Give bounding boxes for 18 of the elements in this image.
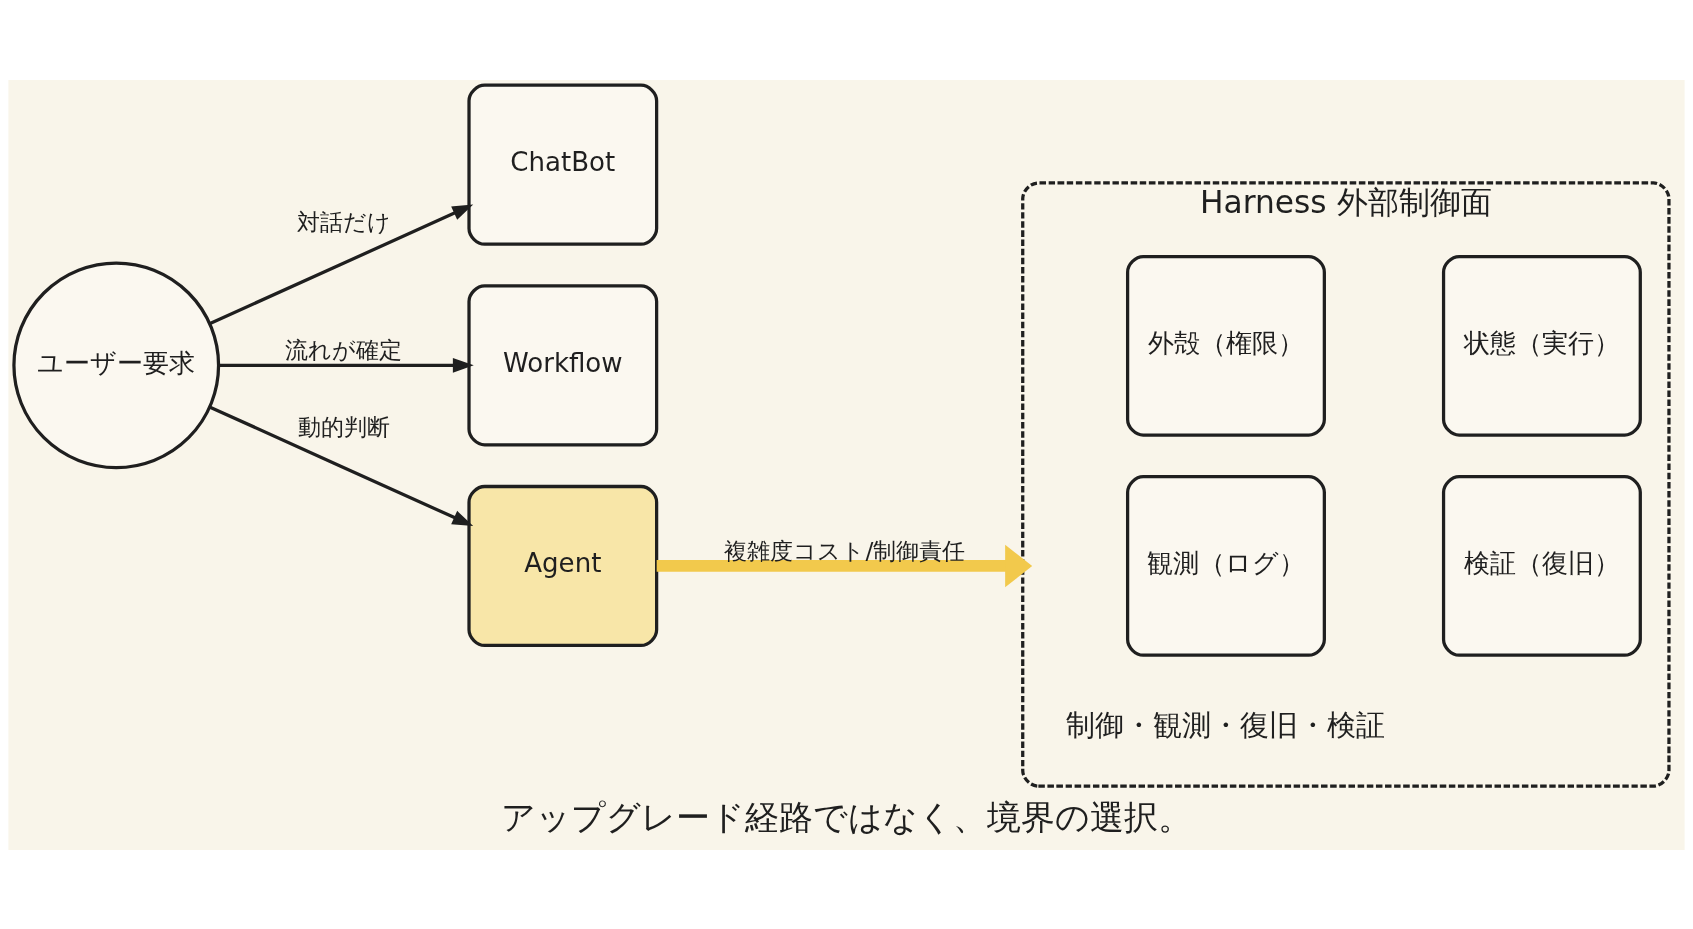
node-box: ChatBot bbox=[467, 83, 659, 246]
node-box: 外殻（権限） bbox=[1126, 254, 1326, 437]
arrow bbox=[656, 544, 1033, 587]
arrow bbox=[209, 204, 474, 325]
edge-label: 対話だけ bbox=[296, 207, 391, 236]
node-box: Workflow bbox=[467, 283, 659, 446]
node-box: 検証（復旧） bbox=[1441, 474, 1642, 657]
node-box: Agent bbox=[467, 484, 659, 647]
caption: アップグレード経路ではなく、境界の選択。 bbox=[501, 797, 1193, 837]
arrow bbox=[209, 405, 474, 526]
node-circle: ユーザー要求 bbox=[12, 260, 221, 469]
label: 制御・観測・復旧・検証 bbox=[1066, 707, 1386, 742]
edge-label: 流れが確定 bbox=[285, 335, 403, 364]
edge-label: 動的判断 bbox=[297, 412, 390, 441]
arrow bbox=[219, 357, 474, 373]
node-box: 観測（ログ） bbox=[1126, 474, 1326, 657]
node-box: 状態（実行） bbox=[1441, 254, 1642, 437]
edge-label: 複雑度コスト/制御責任 bbox=[724, 536, 966, 565]
